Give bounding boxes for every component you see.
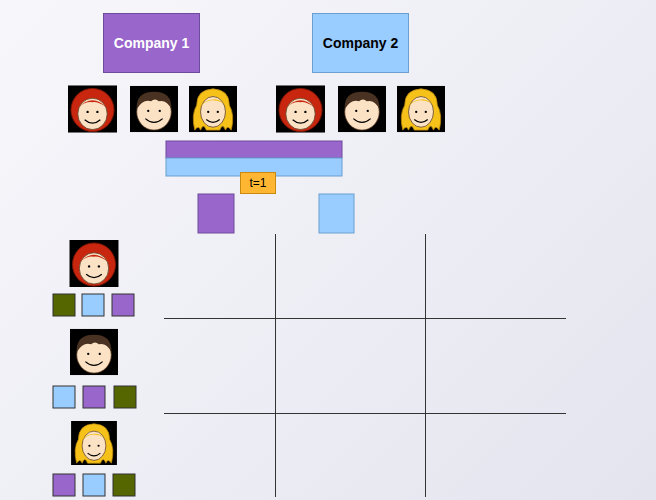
person-face [68,85,117,132]
blue-square [319,194,354,233]
preference-column [53,240,136,496]
purple-square [83,386,105,408]
company-box: Company 1 [103,13,200,73]
person-face [338,86,386,132]
time-label-box: t=1 [240,172,276,194]
purple-square [53,474,75,496]
node-label: t=1 [249,176,266,190]
grid [164,234,566,497]
person-face [130,86,178,132]
company-box: Company 2 [312,13,409,73]
olive-square [53,294,75,316]
olive-square [113,474,135,496]
blue-square [83,474,105,496]
face-row [68,85,445,132]
olive-square [114,386,136,408]
person-face [397,86,445,132]
node-label: Company 2 [323,35,398,51]
purple-bar [166,141,342,158]
purple-square [198,194,234,233]
person-face [71,421,117,465]
purple-square [112,294,134,316]
blue-square [53,386,75,408]
node-label: Company 1 [114,35,189,51]
person-face [70,329,118,375]
person-face [276,85,325,132]
person-face [70,240,119,287]
blue-square [82,294,104,316]
person-face [189,86,237,132]
